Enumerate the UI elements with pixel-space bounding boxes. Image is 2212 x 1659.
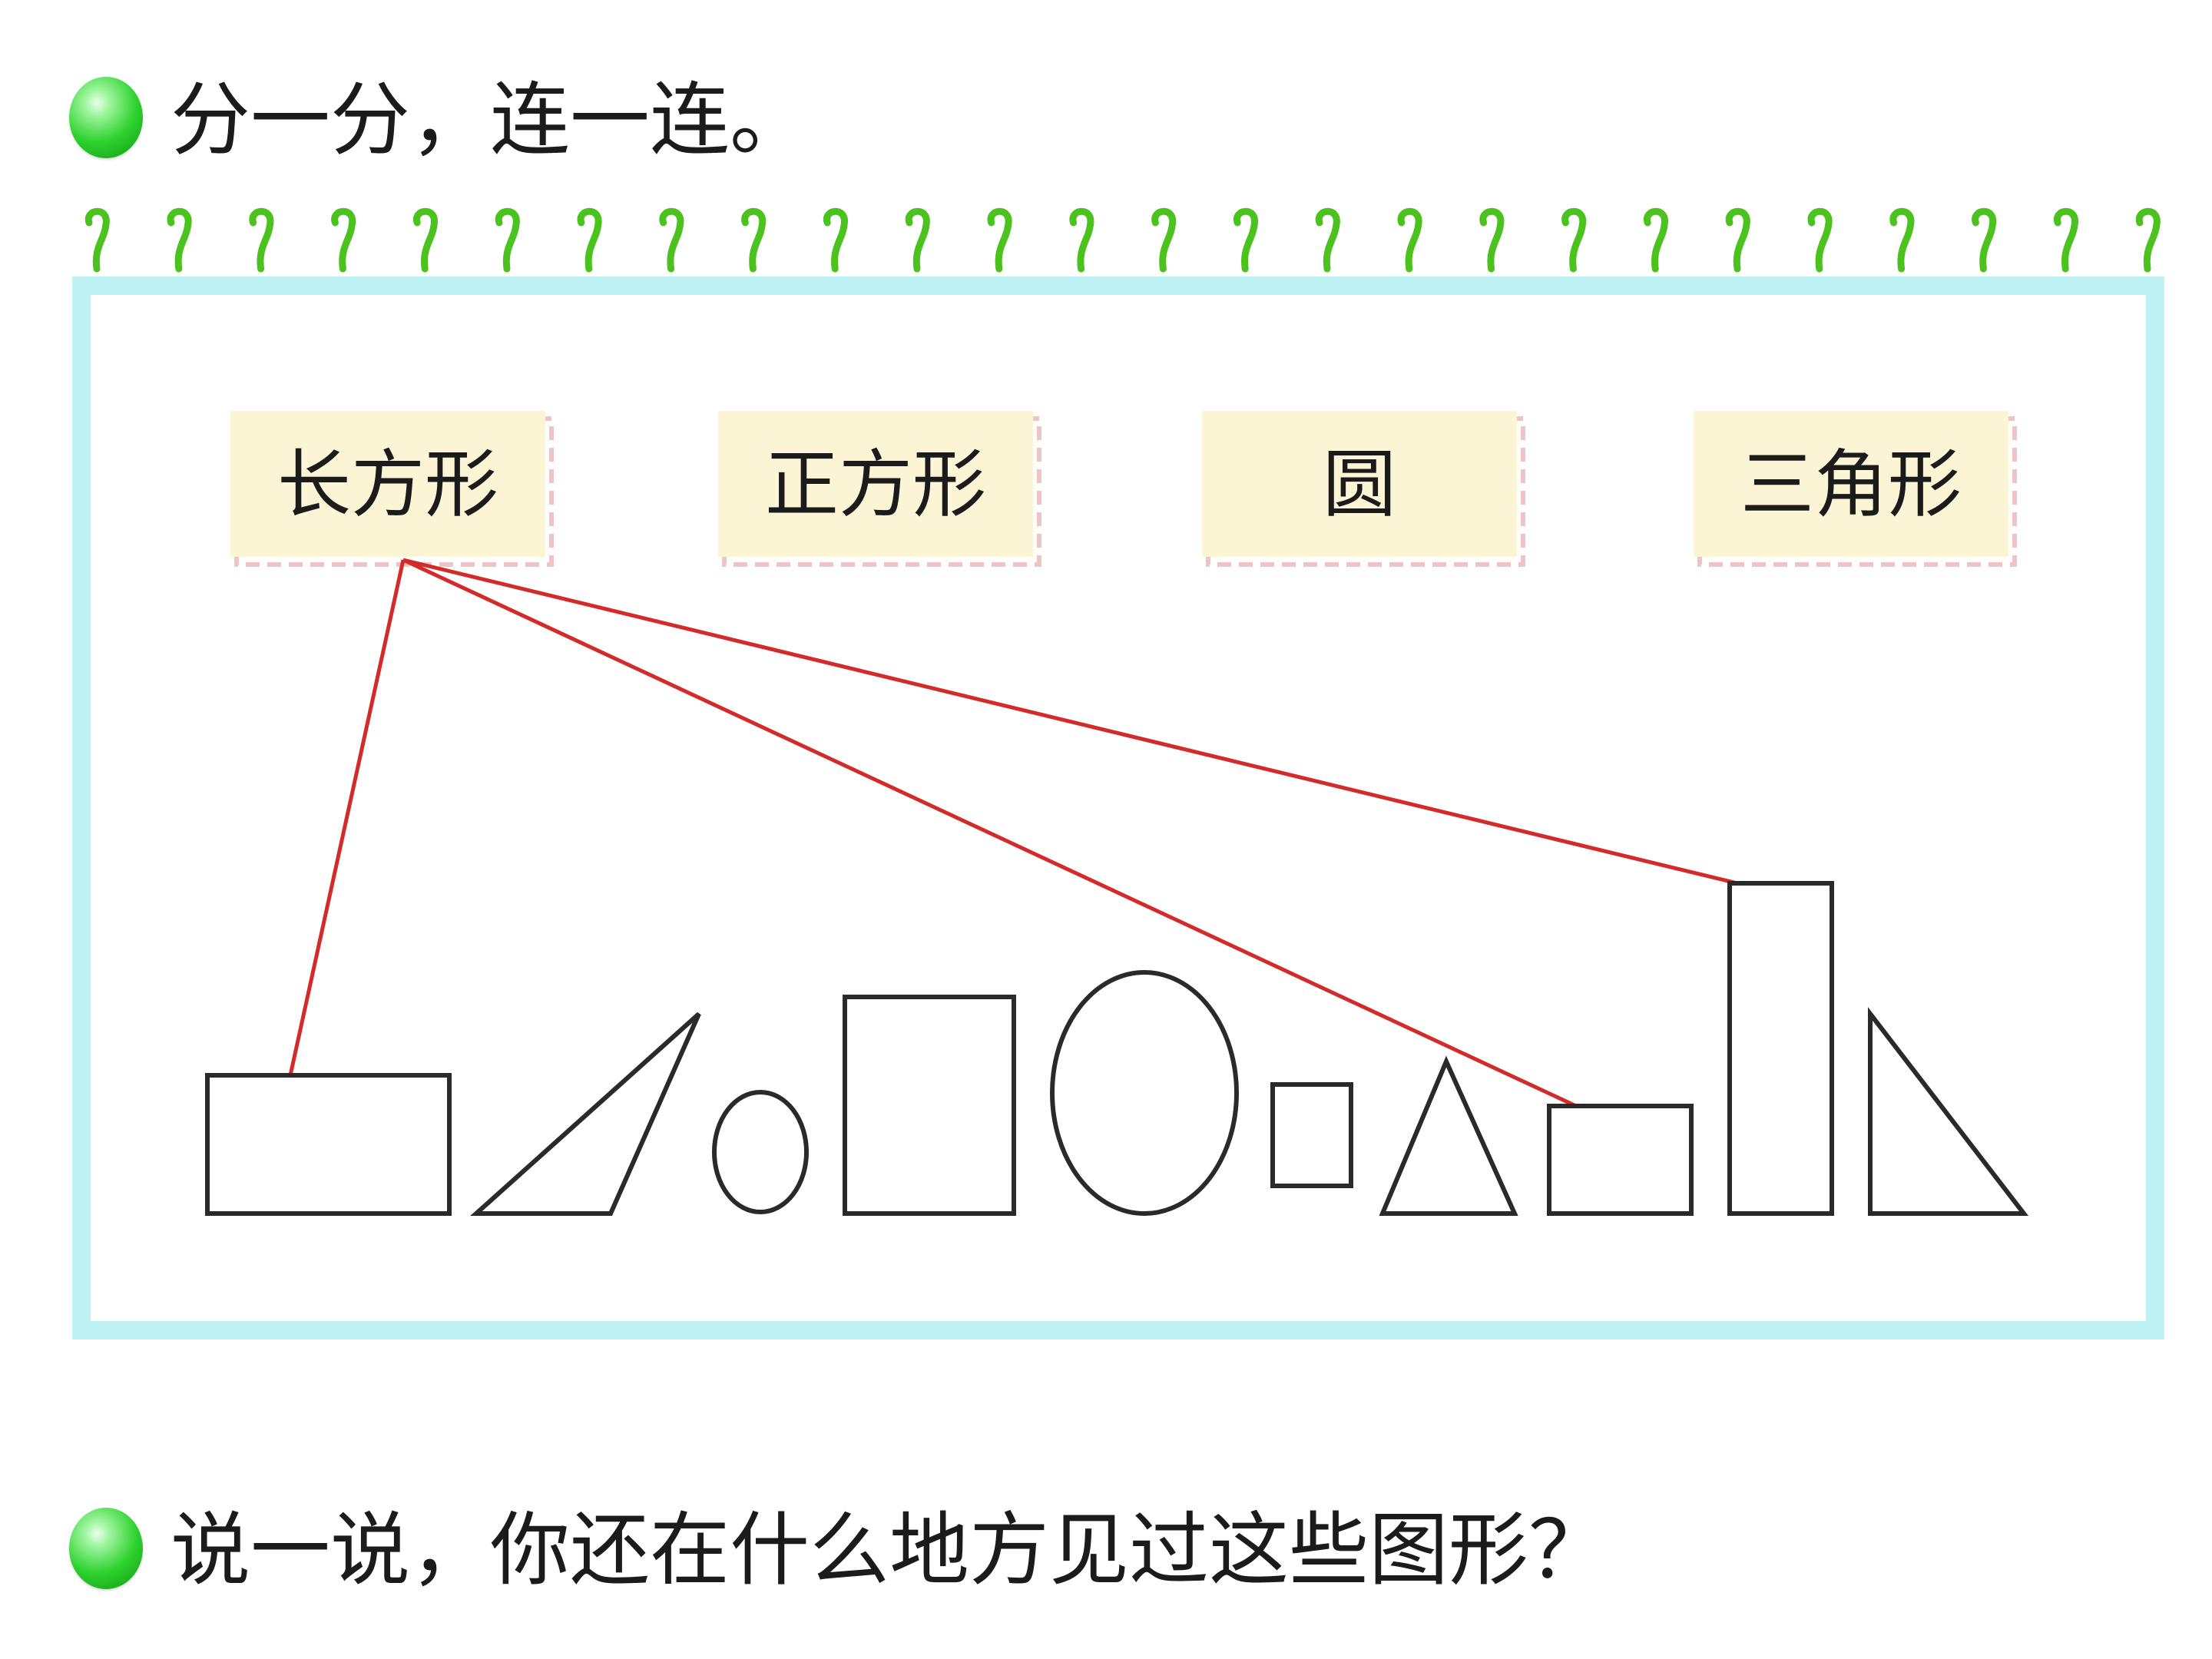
spiral-ring-icon bbox=[987, 207, 1012, 273]
green-ball-icon bbox=[69, 1508, 143, 1589]
green-ball-icon bbox=[69, 77, 143, 158]
shape-square-1 bbox=[843, 995, 1016, 1216]
spiral-ring-icon bbox=[2135, 207, 2161, 273]
category-labels: 长方形 正方形 圆 三角形 bbox=[230, 411, 2017, 567]
spiral-rings bbox=[84, 207, 2161, 273]
label-card bbox=[1694, 411, 2008, 557]
label-card bbox=[1202, 411, 1517, 557]
spiral-ring-icon bbox=[1397, 207, 1422, 273]
shape-rectangle-2 bbox=[1547, 1104, 1694, 1216]
connection-line-rectangle-3 bbox=[402, 558, 1738, 886]
spiral-ring-icon bbox=[1889, 207, 1915, 273]
label-card bbox=[718, 411, 1033, 557]
shape-circle-2 bbox=[1050, 970, 1239, 1216]
spiral-ring-icon bbox=[1644, 207, 1668, 273]
label-rectangle: 长方形 bbox=[230, 411, 554, 567]
label-text-square: 正方形 bbox=[765, 442, 986, 528]
spiral-ring-icon bbox=[84, 207, 110, 273]
shape-rectangle-1 bbox=[205, 1073, 452, 1216]
spiral-ring-icon bbox=[1069, 207, 1094, 273]
shape-triangle-2 bbox=[1379, 1055, 1518, 1216]
shape-figures bbox=[205, 881, 2029, 1216]
instruction-heading-2: 说一说，你还在什么地方见过这些图形？ bbox=[171, 1503, 1609, 1597]
spiral-ring-icon bbox=[823, 207, 848, 273]
spiral-ring-icon bbox=[249, 207, 274, 273]
spiral-ring-icon bbox=[1972, 207, 1997, 273]
label-text-rectangle: 长方形 bbox=[277, 442, 498, 528]
spiral-ring-icon bbox=[659, 207, 684, 273]
spiral-ring-icon bbox=[1479, 207, 1505, 273]
spiral-ring-icon bbox=[1315, 207, 1340, 273]
spiral-ring-icon bbox=[1725, 207, 1750, 273]
shape-square-2 bbox=[1270, 1082, 1353, 1188]
instruction-heading-1: 分一分，连一连。 bbox=[171, 73, 810, 167]
label-card bbox=[230, 411, 545, 557]
shape-triangle-3 bbox=[1868, 1007, 2029, 1216]
spiral-ring-icon bbox=[413, 207, 438, 273]
spiral-ring-icon bbox=[167, 207, 192, 273]
spiral-ring-icon bbox=[1807, 207, 1833, 273]
connection-line-rectangle-2 bbox=[402, 558, 1578, 1108]
spiral-ring-icon bbox=[1233, 207, 1258, 273]
shape-circle-1 bbox=[712, 1090, 809, 1214]
shape-triangle-1 bbox=[470, 1012, 701, 1216]
label-square: 正方形 bbox=[718, 411, 1041, 567]
label-circle: 圆 bbox=[1202, 411, 1525, 567]
spiral-ring-icon bbox=[741, 207, 767, 273]
spiral-ring-icon bbox=[905, 207, 930, 273]
spiral-ring-icon bbox=[1561, 207, 1587, 273]
shape-rectangle-3 bbox=[1727, 881, 1834, 1216]
spiral-ring-icon bbox=[1151, 207, 1177, 273]
connection-line-rectangle-1 bbox=[288, 559, 406, 1076]
spiral-ring-icon bbox=[331, 207, 356, 273]
spiral-ring-icon bbox=[577, 207, 602, 273]
label-triangle: 三角形 bbox=[1694, 411, 2017, 567]
label-text-circle: 圆 bbox=[1323, 442, 1396, 528]
label-text-triangle: 三角形 bbox=[1740, 442, 1962, 528]
connection-lines bbox=[288, 558, 1738, 1108]
spiral-ring-icon bbox=[495, 207, 520, 273]
spiral-ring-icon bbox=[2054, 207, 2078, 273]
